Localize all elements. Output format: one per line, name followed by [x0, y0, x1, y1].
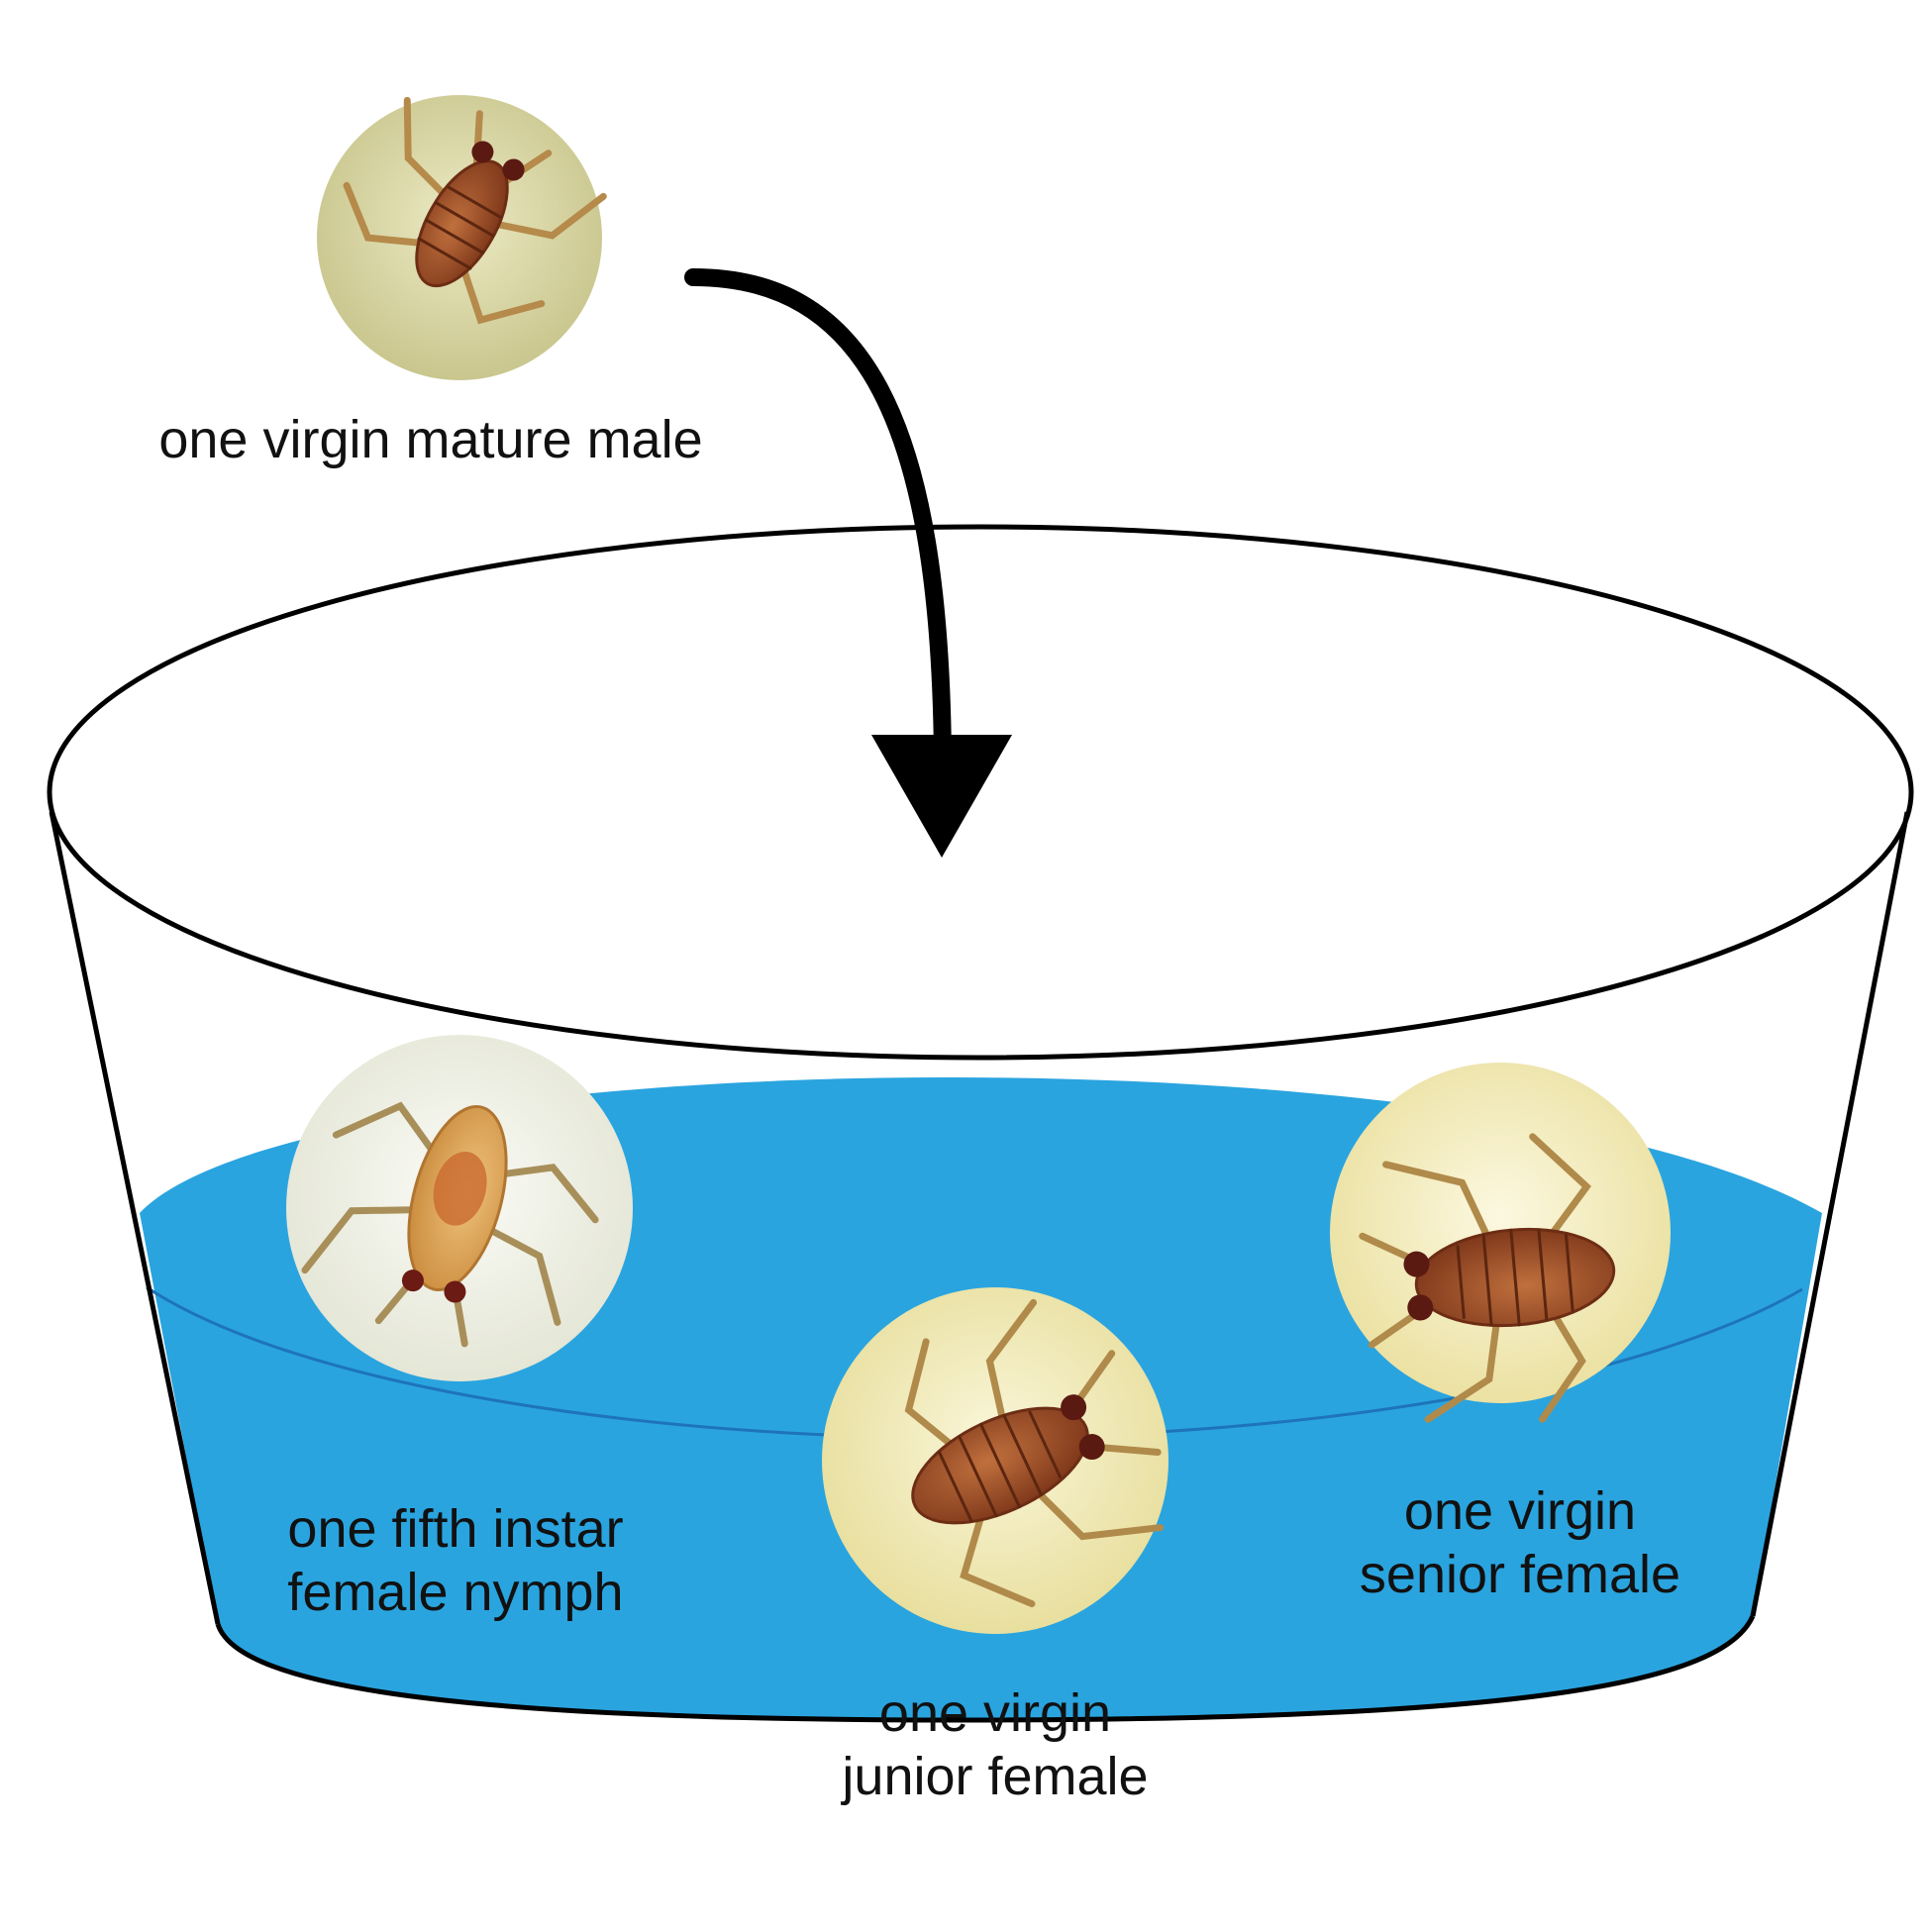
junior-label: one virgin junior female — [772, 1681, 1218, 1808]
water-bug-nymph-photo — [301, 1101, 599, 1348]
nymph-label: one fifth instar female nymph — [228, 1497, 683, 1624]
tub-bottom — [215, 1614, 1756, 1723]
junior-label-line1: one virgin — [878, 1683, 1112, 1743]
male-label: one virgin mature male — [109, 408, 753, 471]
tub-right-wall — [1750, 811, 1910, 1617]
junior-photo — [822, 1287, 1168, 1634]
senior-label-line2: senior female — [1359, 1545, 1681, 1604]
senior-photo — [1330, 1063, 1671, 1423]
tub-left-wall — [49, 811, 221, 1625]
male-label-text: one virgin mature male — [158, 410, 703, 469]
nymph-label-line1: one fifth instar — [287, 1499, 624, 1559]
nymph-photo — [286, 1035, 633, 1381]
junior-label-line2: junior female — [842, 1747, 1149, 1806]
senior-label-line1: one virgin — [1403, 1481, 1637, 1541]
senior-label: one virgin senior female — [1297, 1479, 1743, 1606]
water-bug-photo — [1359, 1133, 1616, 1423]
curved-down-arrow-icon — [684, 268, 1012, 858]
nymph-label-line2: female nymph — [287, 1563, 624, 1622]
tub-rim — [47, 524, 1914, 1061]
water-bug-photo — [904, 1298, 1165, 1608]
water-bug-photo — [343, 96, 607, 325]
male-photo — [317, 95, 607, 380]
